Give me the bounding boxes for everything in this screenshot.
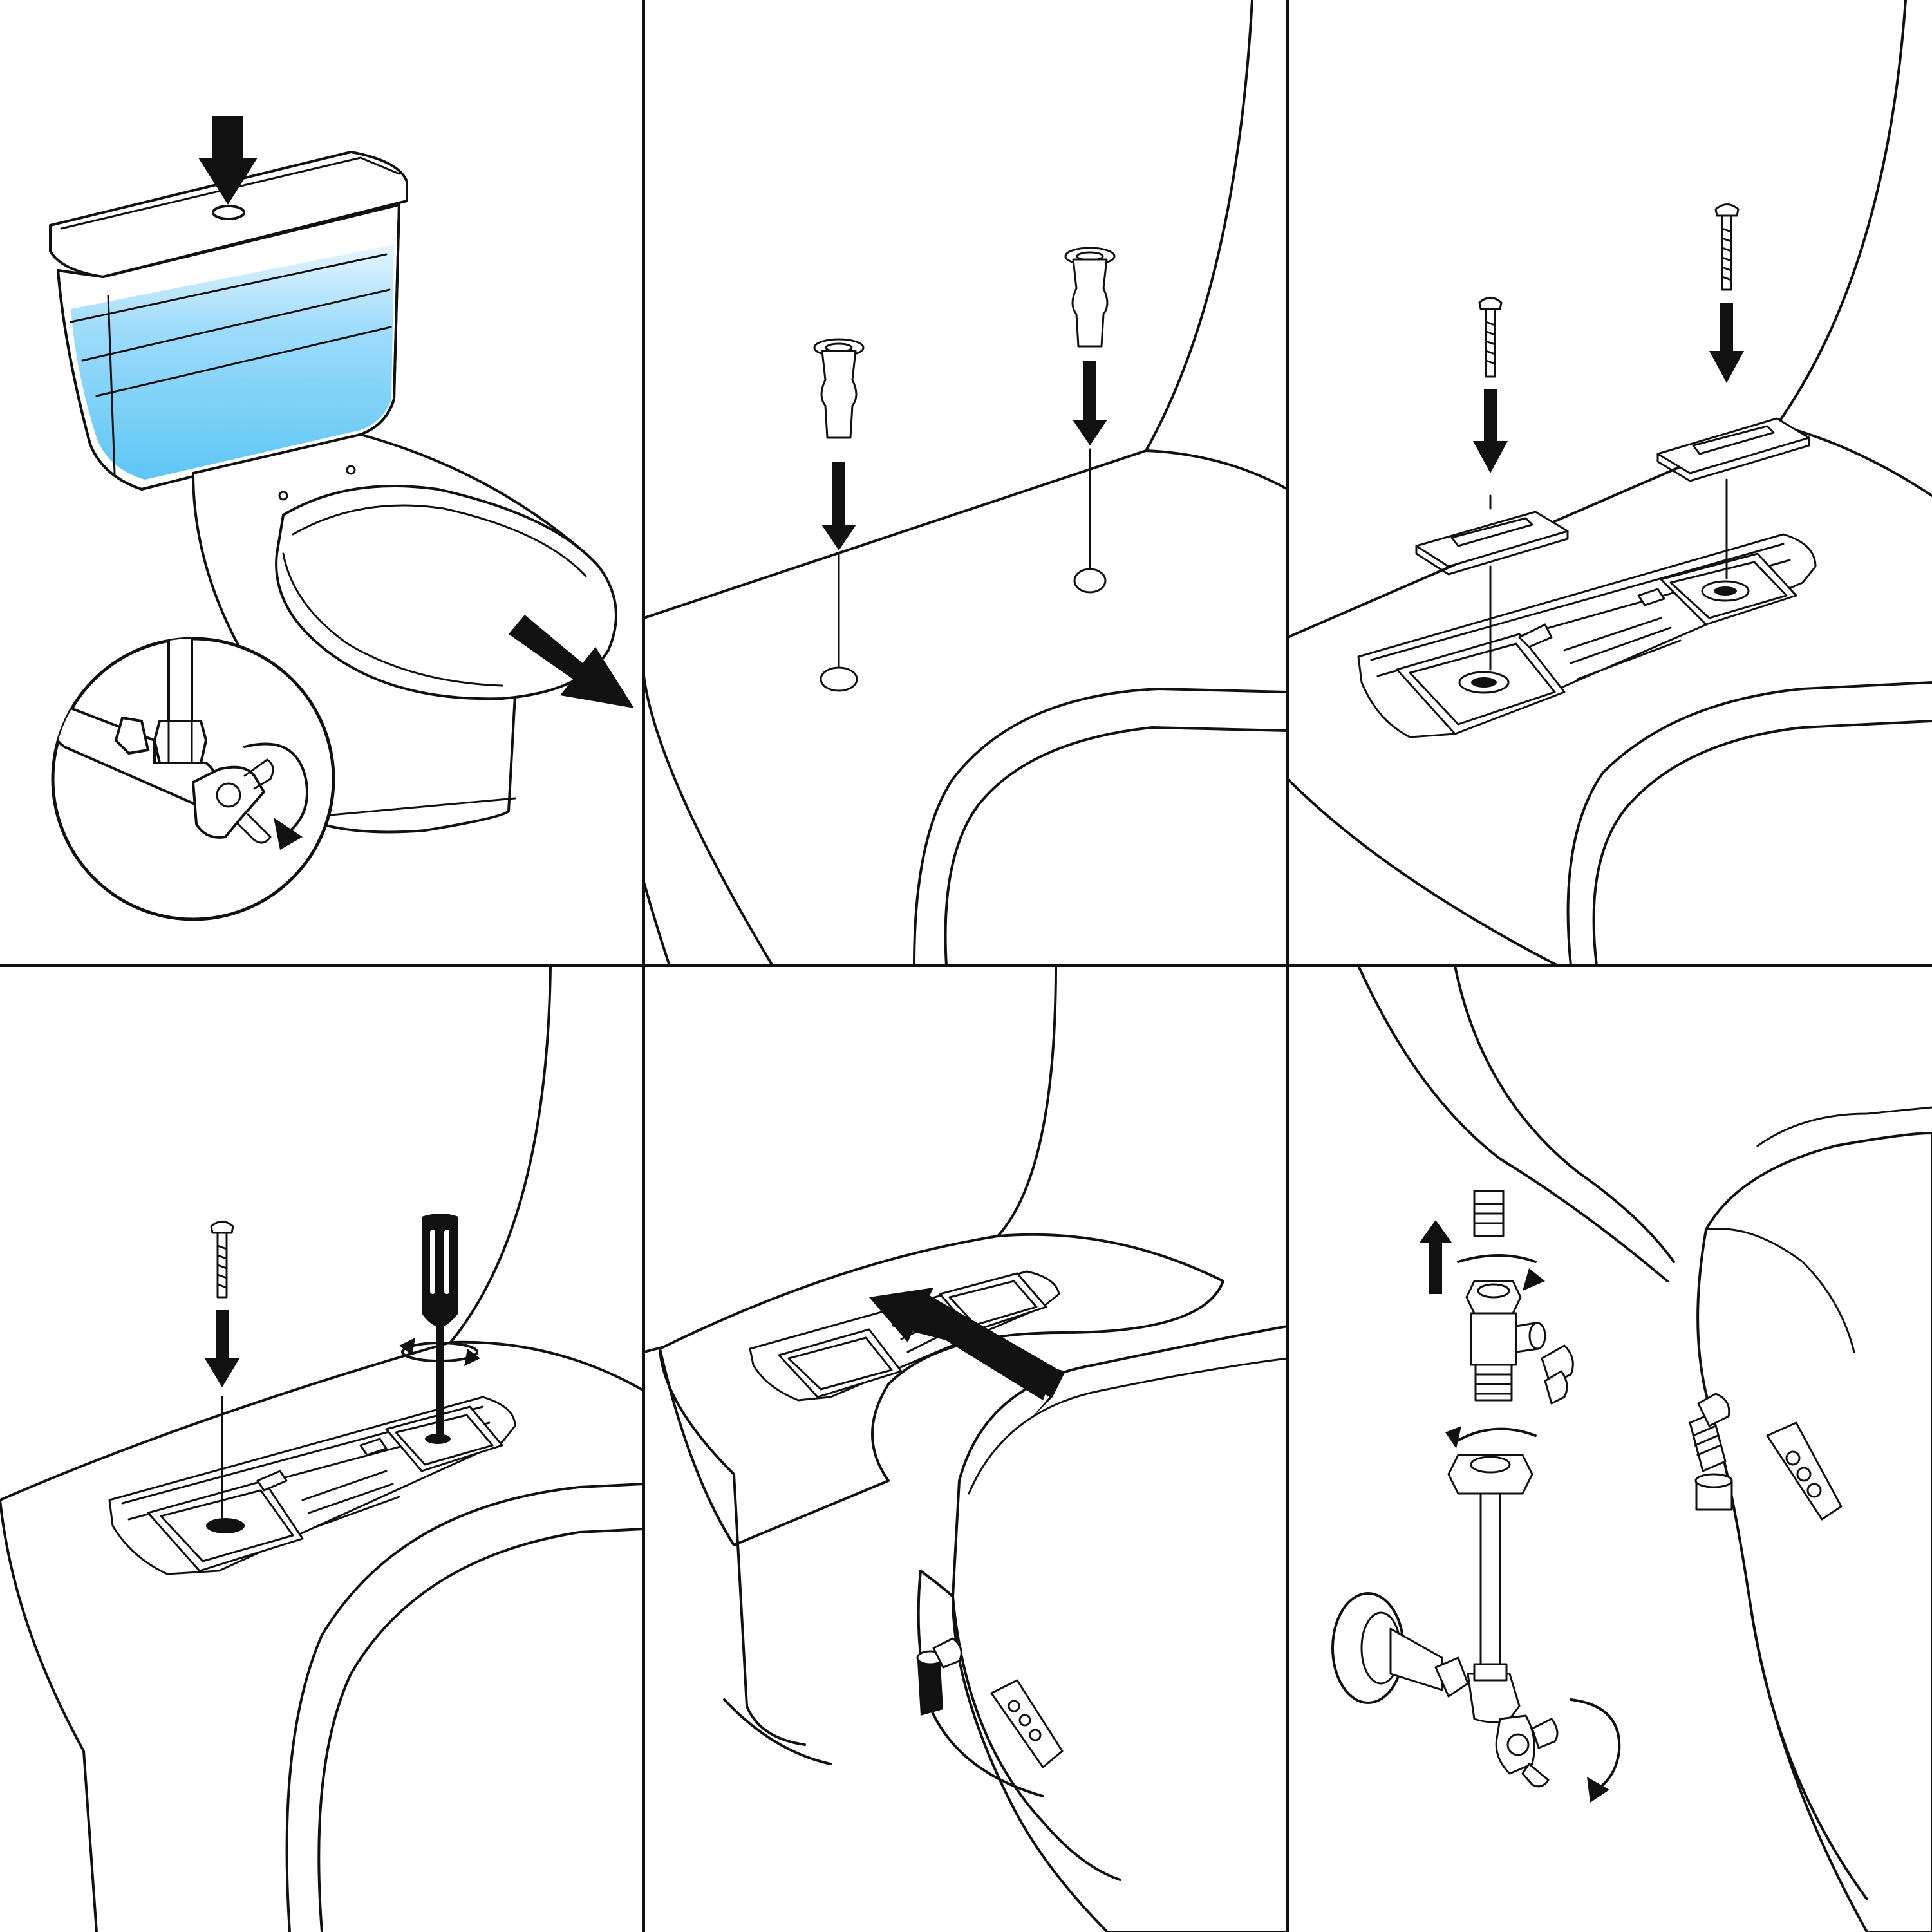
panel-4-tighten-bolts: [0, 966, 644, 1932]
left-bolt-icon: [210, 1221, 234, 1299]
mounting-plate-icon: [1357, 533, 1817, 738]
t-adapter-icon: [1465, 1280, 1546, 1402]
left-bolt-icon: [1478, 297, 1503, 378]
left-insert-arrow-icon: [821, 462, 856, 550]
right-bolt-icon: [1714, 203, 1740, 291]
panel-2-insert-anchors: [644, 0, 1288, 966]
rotate-t-valve-arrow-icon: [1457, 1254, 1537, 1263]
right-washer-plate-icon: [1656, 417, 1810, 482]
left-bolt-arrow-icon: [205, 1310, 239, 1387]
left-washer-plate-icon: [1415, 511, 1569, 576]
panel-1-flush-and-remove-seat: [49, 116, 634, 921]
panel-5-slide-seat: [644, 966, 1288, 1932]
tank-water: [71, 245, 394, 480]
water-inlet-icon: [916, 1637, 962, 1716]
left-bolt-arrow-icon: [1473, 389, 1508, 473]
shutoff-valve-icon: [1331, 1592, 1559, 1788]
right-anchor-icon: [1064, 247, 1116, 348]
supply-hose-icon: [1541, 1344, 1733, 1640]
right-mounting-hole: [1073, 568, 1107, 594]
mounting-plate-icon: [108, 1396, 516, 1575]
right-bolt-arrow-icon: [1709, 303, 1744, 383]
rotate-nut-arrow-icon: [1454, 1427, 1537, 1443]
control-panel-icon: [1766, 1421, 1843, 1521]
open-valve-arrow-icon: [1570, 1698, 1621, 1791]
left-anchor-icon: [813, 338, 865, 439]
unscrew-up-arrow-icon: [1420, 1220, 1452, 1294]
right-insert-arrow-icon: [1073, 361, 1107, 445]
panel-6-connect-water: [1331, 966, 1932, 1932]
left-mounting-hole: [820, 666, 858, 692]
remove-seat-arrow-icon: [509, 615, 634, 708]
flush-button: [212, 205, 245, 220]
rotate-screwdriver-arrow-icon: [399, 1338, 480, 1366]
panel-3-mount-plate: [1288, 0, 1932, 966]
seat-water-inlet-icon: [1689, 1393, 1730, 1472]
rotate-valve-arrow-icon: [243, 742, 308, 835]
screwdriver-icon: [422, 1214, 458, 1439]
push-down-arrow-icon: [198, 116, 258, 205]
supply-pipe-icon: [1447, 1454, 1533, 1669]
control-panel-icon: [990, 1679, 1064, 1768]
